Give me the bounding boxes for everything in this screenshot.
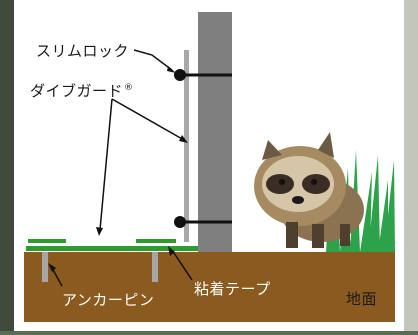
slim-lock-lower [174,216,232,228]
slim-lock-upper [174,69,232,81]
dive-guard-label-text: ダイブガード [30,82,124,100]
ground-label: 地面 [346,290,378,308]
dive-guard-rail [184,50,189,242]
anchor-pin-left [42,252,48,282]
outer-photo-right [404,0,418,331]
dive-guard-label: ダイブガード® [30,80,134,101]
anchor-pin-label: アンカーピン [62,291,155,309]
leader-lines [51,49,193,287]
arrowheads [48,66,188,272]
registered-mark: ® [124,83,134,93]
adhesive-pad-right [136,239,176,243]
anchor-pin-right [152,252,158,282]
post [198,12,232,252]
adhesive-tape-label: 粘着テープ [194,280,271,298]
ground-soil [24,252,395,322]
adhesive-pad-left [28,239,66,243]
outer-photo-left [0,0,14,331]
dive-guard-base-strip [26,246,198,251]
raccoon-dog-icon [254,132,364,248]
slim-lock-label: スリムロック [36,42,130,60]
